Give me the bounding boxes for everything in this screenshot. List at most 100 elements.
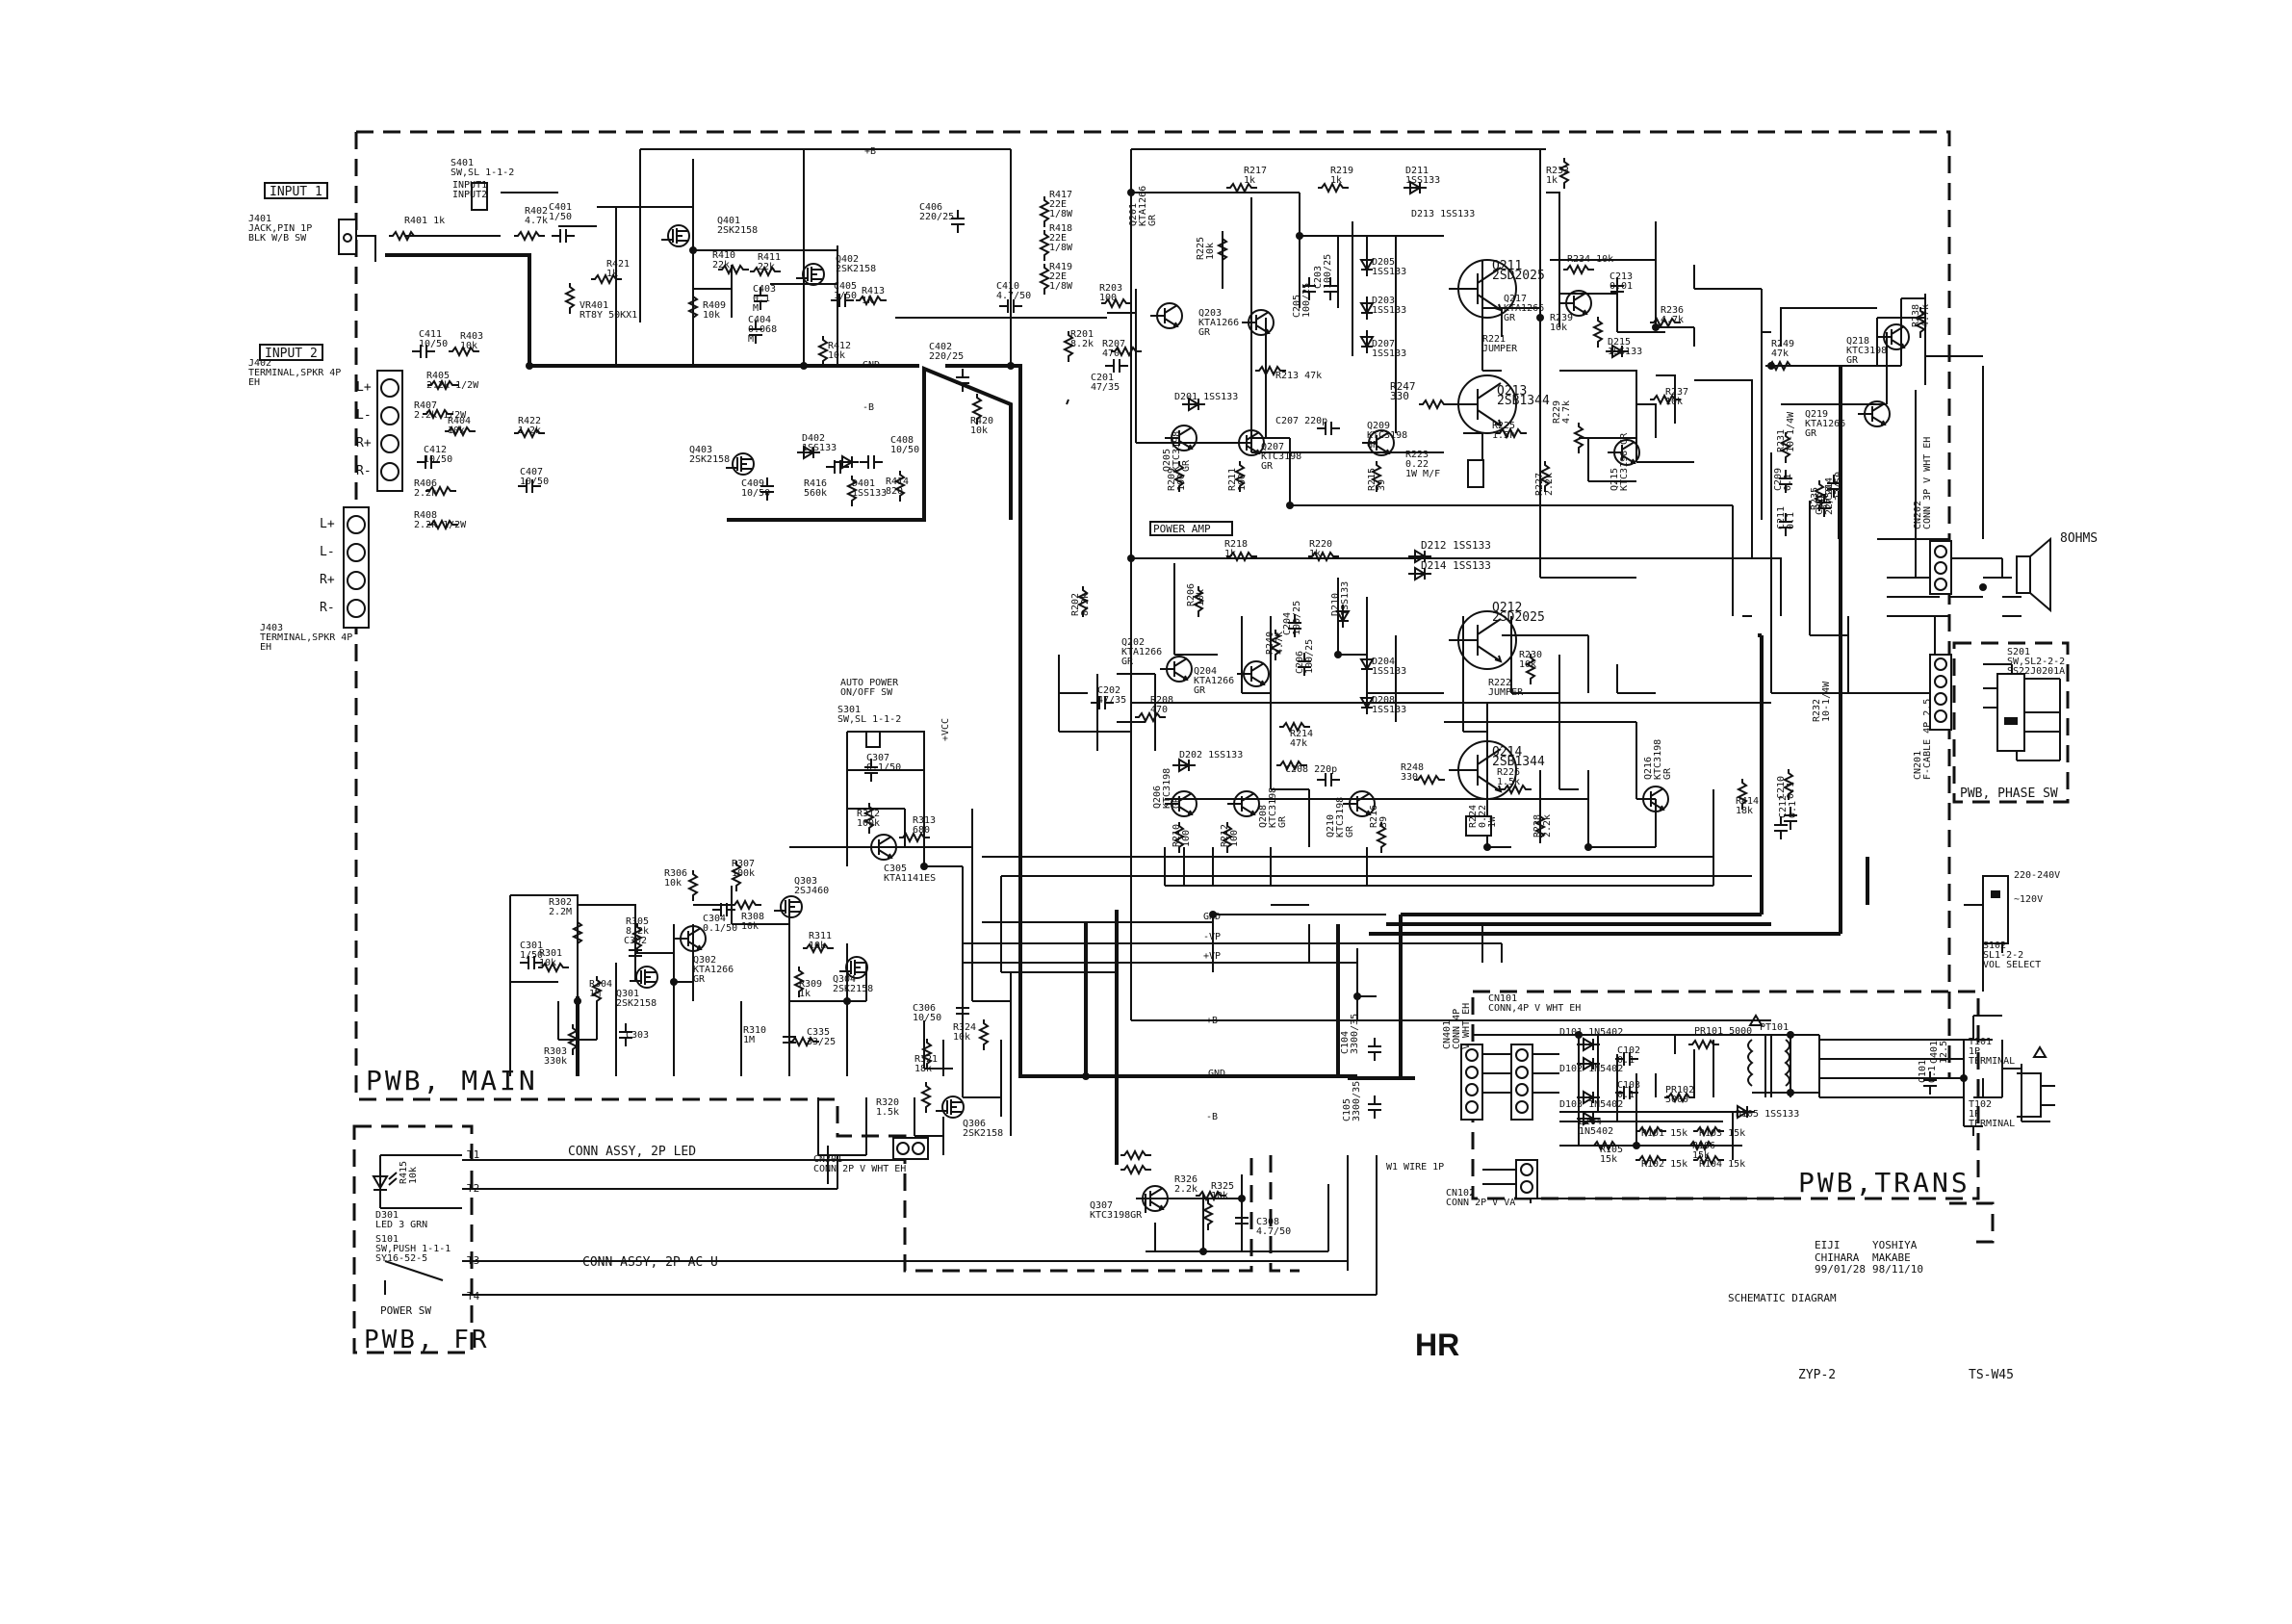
res-symbol-69 <box>1419 398 1450 411</box>
label-components-amp_lower-8: C204100/25 <box>1282 601 1302 635</box>
res-symbol-133 <box>731 898 761 912</box>
label-components-amp_lower-23: Q206KTC3198GR <box>1152 768 1182 809</box>
cap-symbol-126 <box>864 759 878 782</box>
cn102-connector <box>1515 1159 1538 1199</box>
label-components-amp_upper-14: C203100/25 <box>1313 254 1333 289</box>
npn-symbol-155 <box>1136 1185 1169 1212</box>
label-labels-cn202: CN202CONN 3P V WHT EH <box>1913 437 1933 529</box>
label-switches-volt_lo: ~120V <box>2014 894 2043 905</box>
label-components-amp_upper-3: D213 1SS133 <box>1411 209 1475 219</box>
cap-symbol-30 <box>999 299 1022 313</box>
res-symbol-167 <box>1688 1038 1719 1051</box>
res-symbol-121 <box>1375 822 1388 853</box>
cap-symbol-18 <box>754 287 767 310</box>
s301-switch-icon <box>865 731 881 748</box>
label-components-amp_upper-12: R213 47k <box>1275 371 1322 381</box>
cap-symbol-2 <box>552 229 575 243</box>
diode-symbol-37 <box>836 454 859 470</box>
label-components-amp_lower-10: D2101SS133 <box>1330 581 1351 616</box>
label-components-power_supply-0: C1043300/35 <box>1340 1014 1360 1054</box>
res-symbol-17 <box>750 265 781 278</box>
supply-bus <box>576 366 1842 1165</box>
component-symbols <box>389 158 1937 1232</box>
cap-symbol-19 <box>749 321 762 344</box>
label-labels-conn_ac: CONN ASSY, 2P AC U <box>582 1255 718 1270</box>
res-symbol-93 <box>1192 586 1205 617</box>
big-symbol-110 <box>1449 740 1517 800</box>
npn-symbol-129 <box>864 834 897 861</box>
label-title_block-names-1: YOSHIYA <box>1872 1239 1918 1251</box>
diode-symbol-92 <box>1408 566 1431 581</box>
res-symbol-89 <box>1226 550 1257 563</box>
npn-symbol-137 <box>674 925 707 952</box>
res-symbol-168 <box>1664 1091 1695 1104</box>
signal-bus <box>385 253 1213 1078</box>
cap-symbol-176 <box>1923 1071 1937 1095</box>
fet-symbol-142 <box>630 966 658 989</box>
npn-symbol-84 <box>1858 400 1891 427</box>
label-labels-rails-5: -VP <box>1203 932 1221 942</box>
j402-terminal <box>376 370 403 492</box>
res-symbol-12 <box>427 518 458 531</box>
label-components-amp_lower-20: C208 220p <box>1285 764 1337 775</box>
fet-symbol-15 <box>661 224 690 247</box>
npn-symbol-112 <box>1165 790 1198 817</box>
label-labels-terms-3: T4 <box>467 1290 480 1302</box>
diode-symbol-163 <box>1577 1090 1600 1105</box>
label-components-power_supply-11: R103 15k <box>1699 1128 1745 1139</box>
label-labels-rails-8: GND <box>1208 1069 1225 1079</box>
label-components-amp_lower-3: D214 1SS133 <box>1421 559 1491 572</box>
label-inputs-pins_upper-0: L+ <box>356 380 372 395</box>
cap-symbol-158 <box>1235 1209 1249 1232</box>
label-labels-speaker: 8OHMS <box>2060 531 2098 546</box>
res-symbol-8 <box>423 407 453 421</box>
res-symbol-123 <box>1782 769 1795 800</box>
label-inputs-pins_upper-2: R+ <box>356 436 372 451</box>
res-symbol-4 <box>563 283 577 314</box>
res-symbol-94 <box>1076 586 1090 617</box>
label-title_block-schematic: SCHEMATIC DIAGRAM <box>1728 1292 1837 1304</box>
cap-symbol-52 <box>1302 277 1316 300</box>
res-symbol-173 <box>1590 1139 1621 1152</box>
diode-symbol-164 <box>1577 1111 1600 1126</box>
j401-jack <box>338 219 357 255</box>
big-symbol-70 <box>1449 374 1517 434</box>
label-labels-rails-3: +VCC <box>940 718 951 741</box>
pwb-phase-outline <box>1952 641 2070 804</box>
s201-phase-switch <box>1996 673 2025 752</box>
label-title_block-names-2: CHIHARA <box>1815 1251 1860 1264</box>
cap-symbol-109 <box>1317 773 1340 786</box>
npn-symbol-118 <box>1636 786 1669 812</box>
res-symbol-29 <box>1038 264 1051 295</box>
cap-symbol-160 <box>1368 1096 1381 1119</box>
diode-symbol-64 <box>1182 397 1205 412</box>
label-components-amp_right-3: R23110-1/4W <box>1776 411 1796 452</box>
label-inputs-pins_upper-1: L- <box>356 408 372 423</box>
res-symbol-131 <box>730 861 743 891</box>
